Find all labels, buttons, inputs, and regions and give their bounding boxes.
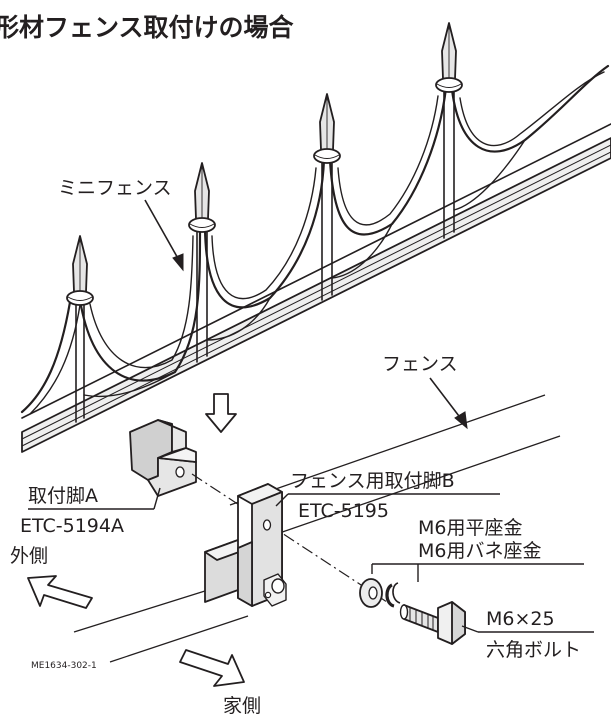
label-outside: 外側 (10, 545, 48, 567)
label-spring-washer: M6用バネ座金 (418, 540, 541, 562)
label-leg-b-name: フェンス用取付脚B (290, 470, 455, 492)
callout-lines (28, 487, 594, 633)
hex-bolt (399, 601, 466, 645)
label-flat-washer: M6用平座金 (418, 517, 522, 539)
label-mini-fence: ミニフェンス (58, 177, 172, 199)
mini-fence-illustration (20, 22, 611, 453)
label-bolt-size: M6×25 (486, 608, 555, 630)
house-side-arrow-icon (179, 649, 245, 687)
mounting-bracket-a (129, 419, 197, 497)
label-leg-b-code: ETC-5195 (298, 500, 389, 522)
label-house-side: 家側 (223, 695, 261, 717)
fence-rail-lines (73, 394, 561, 663)
mounting-bracket-b (204, 483, 287, 607)
label-leg-a-code: ETC-5194A (20, 515, 124, 537)
down-arrow-icon (205, 393, 237, 433)
mini-fence-leader (144, 199, 184, 272)
label-leg-a-name: 取付脚A (28, 485, 98, 507)
alignment-centerline (191, 473, 391, 605)
outside-arrow-icon (27, 575, 93, 609)
label-fence: フェンス (382, 353, 458, 375)
figure-code: ME1634-302-1 (31, 661, 97, 671)
label-bolt-type: 六角ボルト (486, 639, 581, 661)
page-title: 形材フェンス取付けの場合 (0, 13, 295, 42)
fence-leader (429, 377, 468, 430)
washers (359, 578, 401, 608)
